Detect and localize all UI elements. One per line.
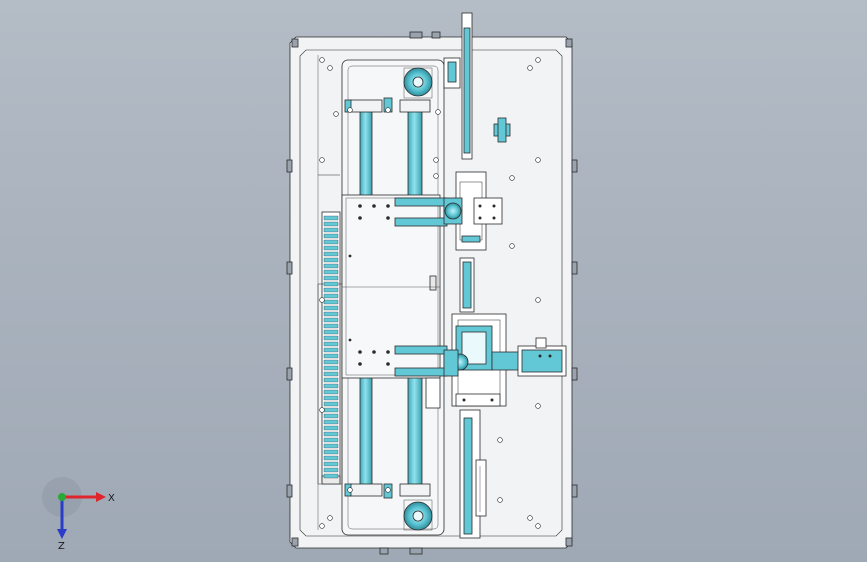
chain-link (323, 305, 339, 311)
chain-link (323, 401, 339, 407)
chain-link (323, 287, 339, 293)
chain-link (323, 311, 339, 317)
chain-link (323, 383, 339, 389)
chain-link (323, 299, 339, 305)
chain-link (323, 449, 339, 455)
rack-bottom (459, 409, 487, 539)
mounting-hole (319, 57, 325, 63)
chain-link (323, 395, 339, 401)
chain-link (323, 275, 339, 281)
chain-link (323, 425, 339, 431)
chain-link (323, 359, 339, 365)
pulley-bottom (403, 499, 433, 531)
chain-link (323, 227, 339, 233)
mounting-hole (527, 515, 533, 521)
mounting-hole (385, 107, 391, 113)
chain-link (323, 323, 339, 329)
mounting-hole (535, 523, 541, 529)
mounting-hole (347, 107, 353, 113)
z-axis-arrowhead (57, 529, 67, 539)
top-right-bracket (493, 117, 511, 143)
chain-link (323, 431, 339, 437)
chain-link (323, 341, 339, 347)
chain-link (323, 251, 339, 257)
rack-top (443, 12, 473, 160)
chain-link (323, 269, 339, 275)
mounting-hole (535, 157, 541, 163)
y-axis-indicator (58, 493, 66, 501)
chain-link (323, 281, 339, 287)
mounting-hole (347, 487, 353, 493)
mounting-hole (319, 157, 325, 163)
mounting-feet (286, 31, 578, 555)
frame-holes (319, 57, 541, 529)
chain-link (323, 293, 339, 299)
chain-link (323, 473, 339, 479)
mounting-hole (319, 523, 325, 529)
chain-link (323, 371, 339, 377)
mounting-hole (535, 57, 541, 63)
chain-link (323, 317, 339, 323)
moving-carriage (341, 194, 448, 409)
z-axis-label: Z (58, 541, 65, 552)
pulley-top (403, 67, 433, 99)
chain-link (323, 461, 339, 467)
mounting-hole (509, 175, 515, 181)
mounting-hole (433, 173, 439, 179)
mounting-hole (333, 111, 339, 117)
chain-link (323, 221, 339, 227)
mounting-hole (327, 65, 333, 71)
chain-link (323, 233, 339, 239)
chain-link (323, 353, 339, 359)
chain-link (323, 365, 339, 371)
chain-link (323, 377, 339, 383)
mounting-hole (497, 497, 503, 503)
x-axis-label: X (108, 493, 115, 504)
mounting-hole (435, 109, 441, 115)
chain-link (323, 413, 339, 419)
chain-link (323, 257, 339, 263)
side-cylinder (491, 337, 567, 377)
mounting-hole (509, 243, 515, 249)
chain-link (323, 329, 339, 335)
chain-link (323, 335, 339, 341)
mounting-hole (319, 297, 325, 303)
mounting-hole (327, 515, 333, 521)
chain-link (323, 215, 339, 221)
upper-drive-unit (443, 171, 503, 251)
chain-link (323, 455, 339, 461)
mounting-hole (497, 437, 503, 443)
chain-link (323, 419, 339, 425)
chain-link (323, 347, 339, 353)
chain-link (323, 239, 339, 245)
x-axis-arrowhead (96, 492, 106, 502)
chain-link (323, 467, 339, 473)
mounting-hole (527, 65, 533, 71)
chain-link (323, 443, 339, 449)
machine-assembly[interactable] (286, 12, 578, 555)
mounting-hole (535, 297, 541, 303)
chain-link (323, 437, 339, 443)
chain-link (323, 245, 339, 251)
cable-chain (317, 211, 343, 485)
mounting-hole (385, 487, 391, 493)
chain-link (323, 263, 339, 269)
mounting-hole (535, 403, 541, 409)
mounting-hole (433, 157, 439, 163)
chain-link (323, 389, 339, 395)
mounting-hole (319, 407, 325, 413)
mid-guide (459, 257, 475, 313)
chain-link (323, 407, 339, 413)
axis-triad[interactable]: X Z (42, 477, 115, 552)
